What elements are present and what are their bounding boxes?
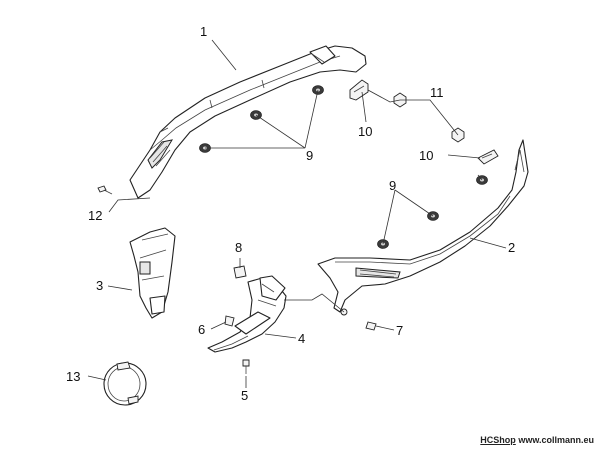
part-3-bracket xyxy=(129,227,176,319)
callout-9-upper: 9 xyxy=(306,148,313,163)
callout-8: 8 xyxy=(235,240,242,255)
callout-9-lower: 9 xyxy=(389,178,396,193)
callout-3: 3 xyxy=(96,278,103,293)
callout-2: 2 xyxy=(508,240,515,255)
part-4-inner-bracket xyxy=(207,275,287,353)
callout-12: 12 xyxy=(88,208,102,223)
callout-4: 4 xyxy=(298,331,305,346)
footer-credit: HCShop www.collmann.eu xyxy=(480,435,594,445)
callout-7: 7 xyxy=(396,323,403,338)
callout-13: 13 xyxy=(66,369,80,384)
leader-lines xyxy=(87,39,507,388)
grommets xyxy=(199,85,488,249)
callout-1: 1 xyxy=(200,24,207,39)
part-2-lower-panel xyxy=(317,139,529,313)
callout-10-upper: 10 xyxy=(358,124,372,139)
fasteners xyxy=(97,185,377,374)
clips xyxy=(349,79,499,165)
part-13-round-cap xyxy=(103,361,147,406)
callout-6: 6 xyxy=(198,322,205,337)
callout-5: 5 xyxy=(241,388,248,403)
callout-10-lower: 10 xyxy=(419,148,433,163)
part-1-upper-panel xyxy=(129,45,367,199)
footer-site: www.collmann.eu xyxy=(518,435,594,445)
footer-shop: HCShop xyxy=(480,435,516,445)
callout-11: 11 xyxy=(430,85,444,100)
